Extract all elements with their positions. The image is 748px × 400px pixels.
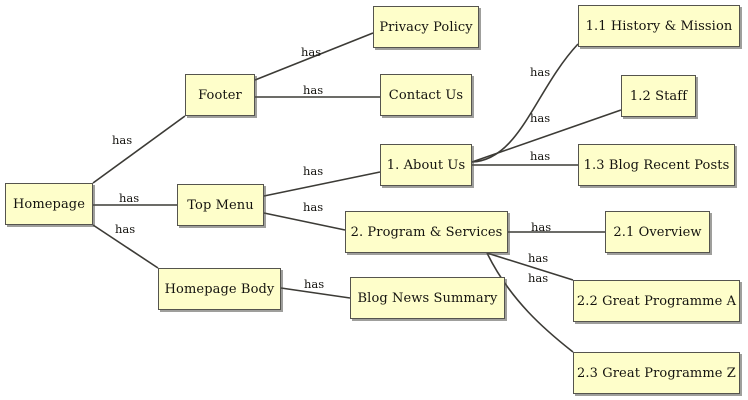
- edge-label-program-to-progZ: has: [528, 271, 549, 285]
- edge-label-homepage-to-footer: has: [112, 133, 133, 147]
- node-label-overview: 2.1 Overview: [613, 224, 702, 240]
- node-label-program: 2. Program & Services: [350, 224, 503, 240]
- node-label-contact: Contact Us: [388, 87, 464, 103]
- edge-topmenu-to-program: [263, 212, 346, 231]
- node-label-privacy: Privacy Policy: [379, 19, 473, 35]
- edge-homepage-to-homebody: [92, 224, 159, 269]
- node-label-homebody: Homepage Body: [164, 281, 275, 297]
- edge-label-homepage-to-topmenu: has: [119, 191, 140, 205]
- node-label-history: 1.1 History & Mission: [585, 18, 733, 34]
- node-blogposts[interactable]: 1.3 Blog Recent Posts: [578, 144, 735, 186]
- edge-topmenu-to-about: [263, 171, 381, 197]
- edge-program-to-progZ: [486, 252, 574, 353]
- edge-label-program-to-progA: has: [528, 251, 549, 265]
- node-label-about: 1. About Us: [386, 157, 466, 173]
- node-homebody[interactable]: Homepage Body: [158, 268, 281, 310]
- node-progZ[interactable]: 2.3 Great Programme Z: [573, 352, 740, 394]
- edge-homepage-to-footer: [92, 115, 186, 184]
- edge-label-about-to-history: has: [530, 65, 551, 79]
- edge-label-footer-to-privacy: has: [301, 45, 322, 59]
- node-label-topmenu: Top Menu: [187, 197, 254, 213]
- node-footer[interactable]: Footer: [185, 74, 255, 116]
- edge-label-about-to-staff: has: [530, 111, 551, 125]
- edge-label-about-to-blogposts: has: [530, 149, 551, 163]
- node-label-progA: 2.2 Great Programme A: [576, 293, 737, 309]
- node-label-footer: Footer: [198, 87, 242, 103]
- node-progA[interactable]: 2.2 Great Programme A: [573, 280, 740, 322]
- node-label-staff: 1.2 Staff: [629, 88, 688, 104]
- edge-homebody-to-blognews: [280, 287, 351, 299]
- edge-about-to-history: [471, 43, 579, 163]
- edge-label-homepage-to-homebody: has: [115, 222, 136, 236]
- edge-about-to-staff: [471, 109, 622, 163]
- edge-program-to-progA: [486, 252, 574, 281]
- node-label-homepage: Homepage: [12, 196, 86, 212]
- node-label-blogposts: 1.3 Blog Recent Posts: [583, 157, 730, 173]
- edge-label-topmenu-to-about: has: [303, 164, 324, 178]
- node-homepage[interactable]: Homepage: [5, 183, 93, 225]
- node-overview[interactable]: 2.1 Overview: [605, 211, 710, 253]
- node-contact[interactable]: Contact Us: [380, 74, 472, 116]
- node-about[interactable]: 1. About Us: [380, 144, 472, 186]
- node-topmenu[interactable]: Top Menu: [177, 184, 264, 226]
- node-staff[interactable]: 1.2 Staff: [621, 75, 696, 117]
- node-program[interactable]: 2. Program & Services: [345, 211, 508, 253]
- node-privacy[interactable]: Privacy Policy: [373, 6, 479, 48]
- node-blognews[interactable]: Blog News Summary: [350, 277, 505, 319]
- node-label-blognews: Blog News Summary: [357, 290, 498, 306]
- node-history[interactable]: 1.1 History & Mission: [578, 5, 740, 47]
- node-label-progZ: 2.3 Great Programme Z: [577, 365, 736, 381]
- edge-label-program-to-overview: has: [531, 220, 552, 234]
- edge-label-footer-to-contact: has: [303, 83, 324, 97]
- edge-label-homebody-to-blognews: has: [304, 277, 325, 291]
- edge-footer-to-privacy: [254, 32, 374, 81]
- edge-label-topmenu-to-program: has: [303, 200, 324, 214]
